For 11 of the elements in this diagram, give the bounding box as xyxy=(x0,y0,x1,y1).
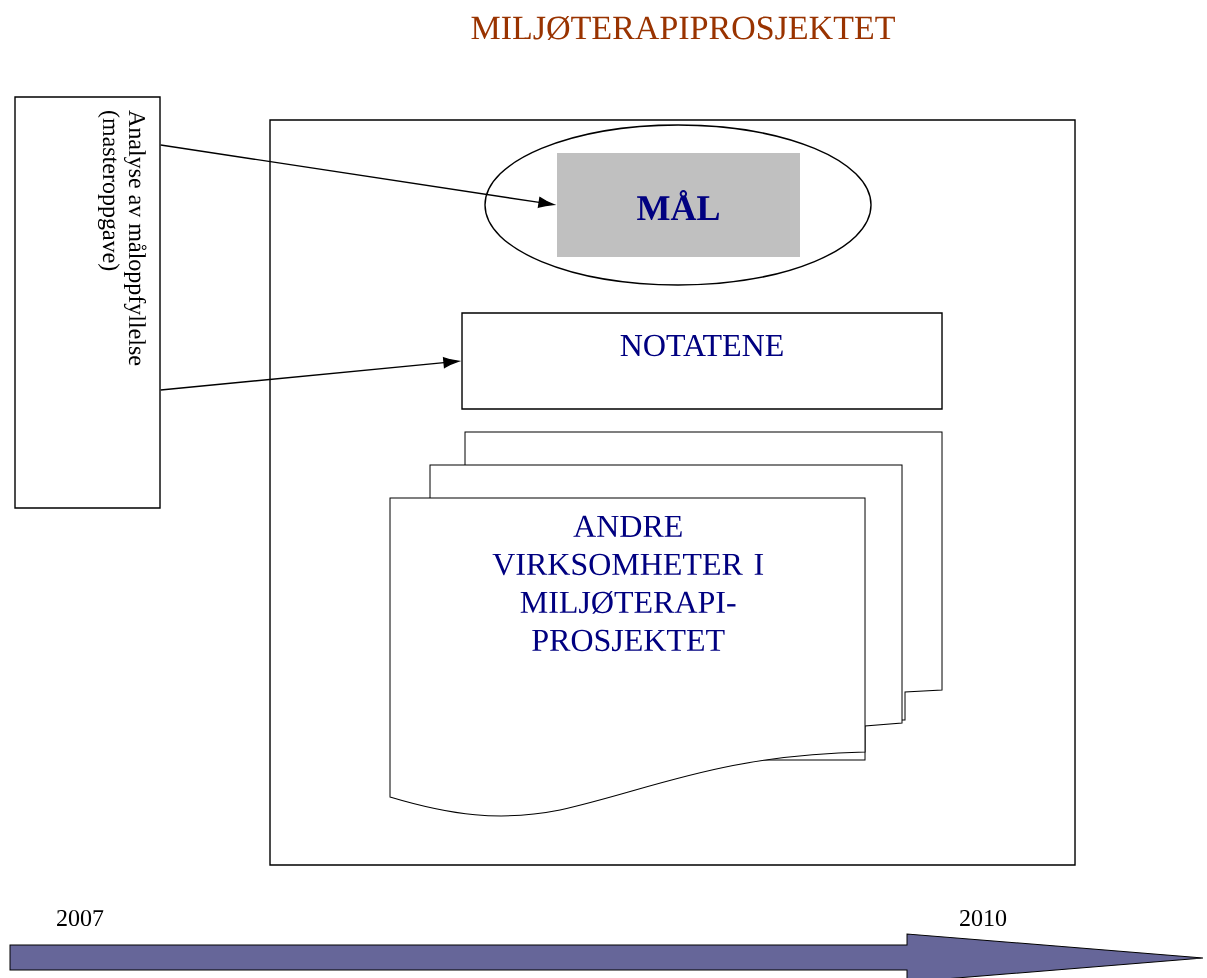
document-stack: ANDRE VIRKSOMHETER I MILJØTERAPI- PROSJEKTET xyxy=(389,431,943,817)
arrow xyxy=(160,357,459,391)
frame-box xyxy=(269,119,1076,866)
notes-box: NOTATENE xyxy=(461,312,943,410)
ellipse xyxy=(484,124,872,286)
goal-box: MÅL xyxy=(557,153,800,257)
year-label: 2007 xyxy=(57,909,104,927)
year-label: 2010 xyxy=(960,909,1007,927)
title: MILJØTERAPIPROSJEKTET xyxy=(471,16,895,40)
text-box: Analyse av måloppfyllelse (masteroppgave) xyxy=(14,96,161,509)
arrow xyxy=(160,144,554,208)
